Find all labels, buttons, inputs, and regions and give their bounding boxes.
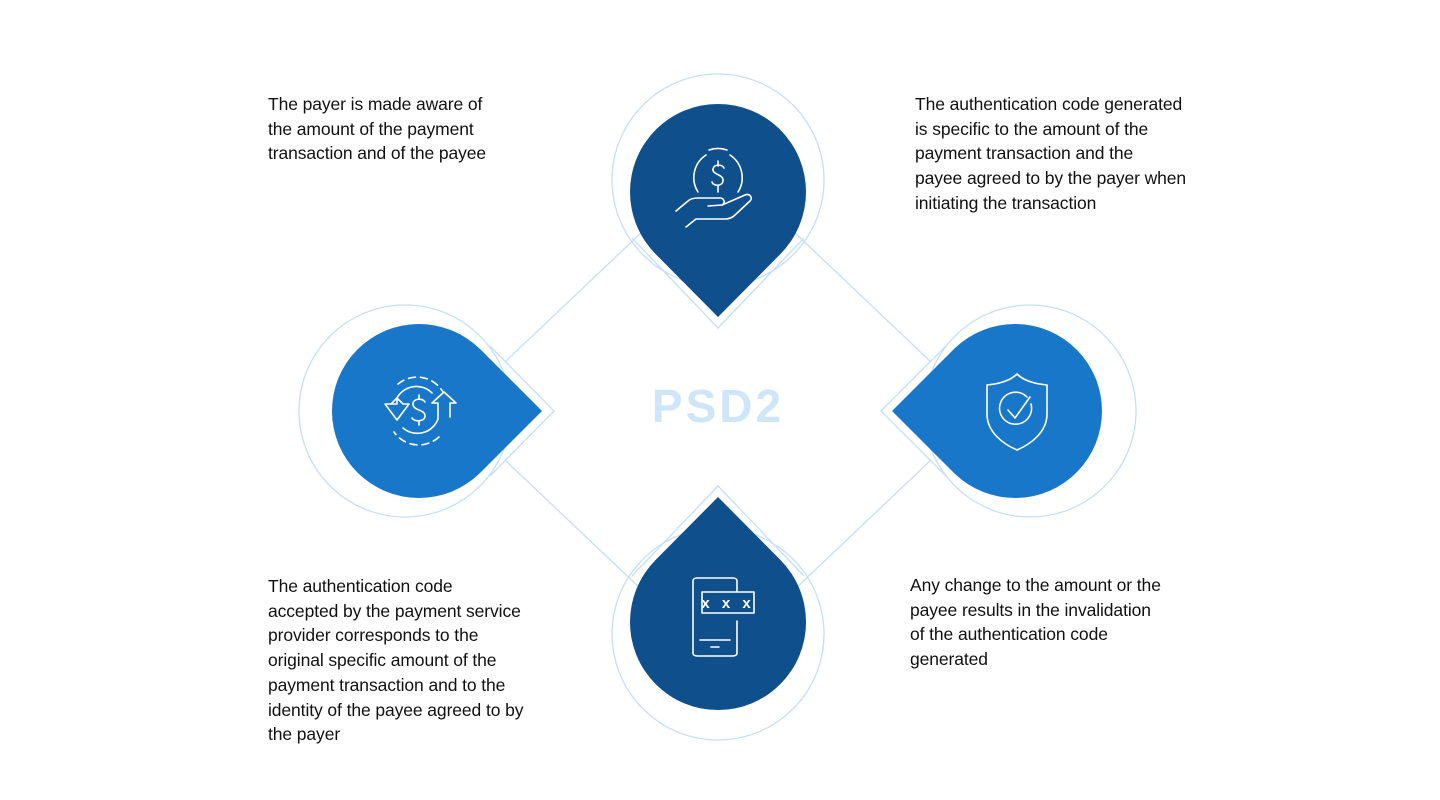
node-left (298, 304, 555, 518)
node-right-tip-outline (880, 345, 947, 477)
diagram-title: PSD2 (651, 380, 785, 432)
code-mask-text: x x x (701, 595, 754, 612)
connector-top-left (504, 231, 643, 363)
connector-lines (504, 231, 932, 591)
node-top (611, 73, 825, 329)
description-bottom: Any change to the amount or the payee re… (910, 575, 1161, 670)
phone-code-icon (692, 577, 755, 657)
node-right-drop (892, 324, 1103, 498)
node-bottom: x x x (611, 485, 825, 741)
node-right (880, 304, 1137, 518)
description-left: The authentication code accepted by the … (268, 576, 524, 745)
connector-bottom-left (504, 459, 643, 591)
description-right: The authentication code generated is spe… (915, 94, 1187, 213)
hand-holding-dollar-icon (675, 147, 752, 228)
connector-top-right (793, 231, 932, 363)
connector-bottom-right (793, 459, 932, 591)
node-bottom-tip-outline (631, 485, 805, 577)
node-top-drop (630, 103, 806, 317)
node-top-tip-outline (631, 237, 805, 329)
shield-check-icon (986, 373, 1048, 451)
node-left-tip-outline (489, 345, 555, 477)
dollar-cycle-icon (384, 376, 457, 446)
description-top: The payer is made aware of the amount of… (268, 94, 487, 164)
node-left-drop (331, 324, 542, 499)
